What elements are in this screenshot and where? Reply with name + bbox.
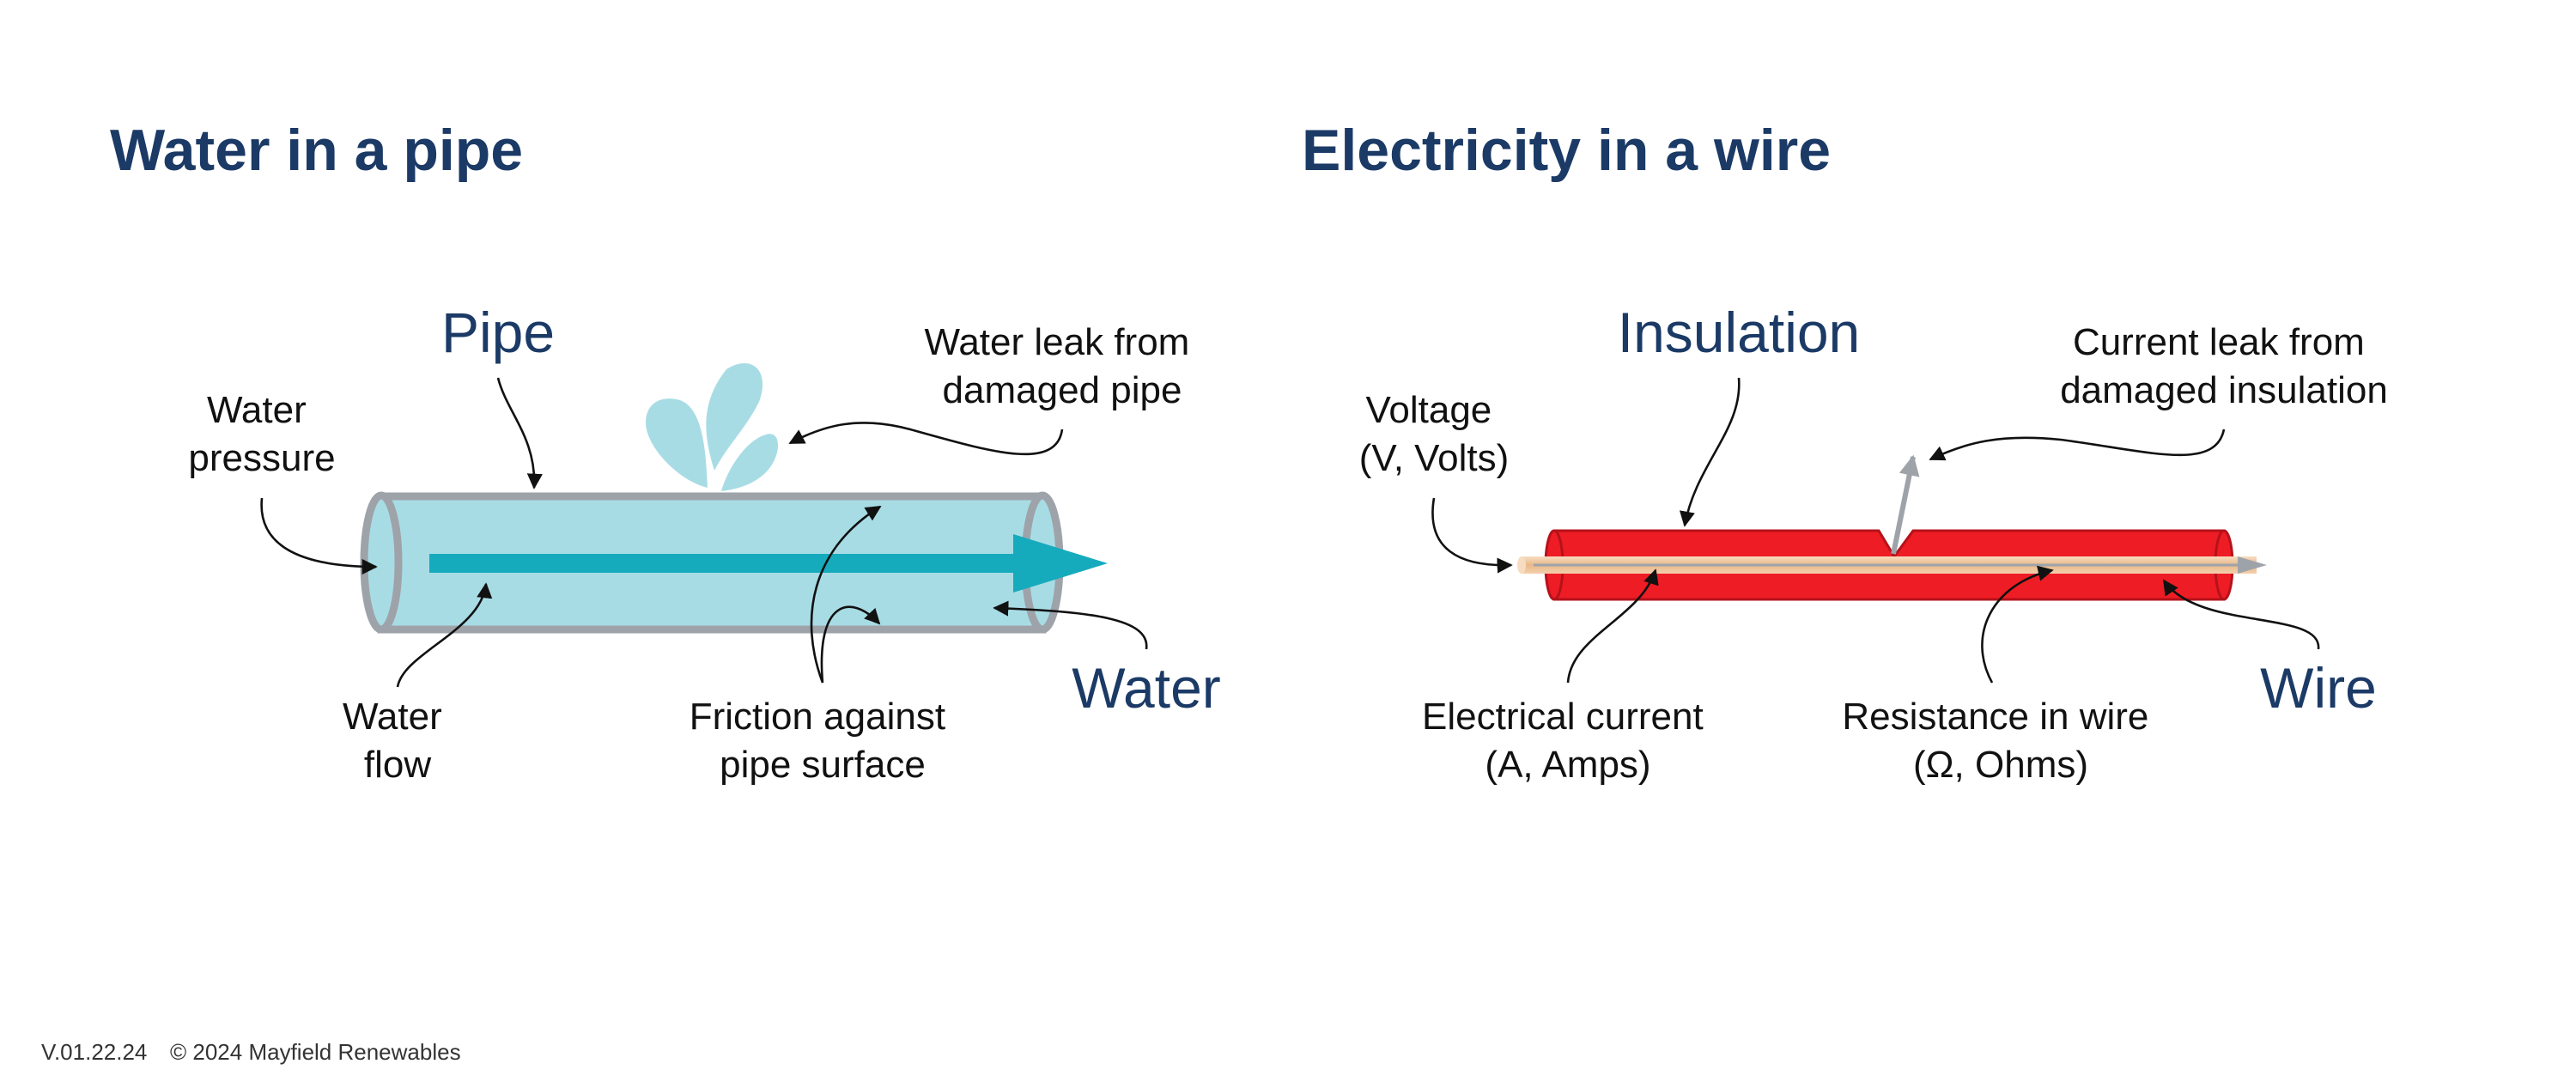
current-leak-label: Current leak from damaged insulation: [2060, 321, 2388, 411]
droplet: [706, 362, 763, 471]
water-leak-droplets: [646, 362, 779, 491]
droplet: [721, 434, 779, 491]
water-pipe-panel: Water in a pipe Pipe Water Water pressur…: [110, 118, 1221, 786]
water-label: Water: [1072, 656, 1221, 720]
electrical-current-label: Electrical current (A, Amps): [1422, 696, 1714, 786]
insulation-label: Insulation: [1618, 301, 1861, 364]
wire-label: Wire: [2260, 656, 2377, 720]
water-panel-title: Water in a pipe: [110, 118, 523, 183]
insulation-callout-arrow: [1679, 377, 1741, 527]
water-leak-callout-arrow: [788, 422, 1064, 456]
wire-callout-arrow: [2162, 579, 2320, 650]
electricity-panel-title: Electricity in a wire: [1302, 118, 1831, 183]
current-arrowhead: [2238, 556, 2267, 574]
pipe-label: Pipe: [441, 301, 555, 364]
water-pressure-label: Water pressure: [188, 389, 335, 479]
water-leak-label: Water leak from damaged pipe: [924, 321, 1200, 411]
voltage-callout-arrow: [1431, 497, 1513, 574]
resistance-callout-arrow: [1981, 565, 2054, 684]
water-flow-arrowhead: [1013, 534, 1108, 593]
water-flow-shaft: [429, 554, 1022, 573]
water-flow-label: Water flow: [343, 696, 453, 786]
water-callout-arrow: [993, 600, 1148, 650]
friction-bottom-callout-arrow: [820, 605, 881, 684]
wire-illustration: [1517, 454, 2267, 601]
copyright-text: © 2024 Mayfield Renewables: [170, 1039, 461, 1065]
version-text: V.01.22.24: [41, 1039, 147, 1065]
electricity-wire-panel: Electricity in a wire Insulation Wire Vo…: [1302, 118, 2388, 786]
droplet: [646, 398, 708, 488]
electrical-current-callout-arrow: [1566, 568, 1659, 684]
pipe-left-end: [360, 491, 403, 634]
water-pressure-callout-arrow: [260, 497, 378, 575]
current-leak-callout-arrow: [1929, 429, 2226, 461]
resistance-label: Resistance in wire (Ω, Ohms): [1842, 696, 2159, 786]
copper-wire-left-end: [1517, 556, 1526, 574]
current-leak-arrow: [1891, 454, 1920, 555]
pipe-illustration: [360, 491, 1108, 634]
water-flow-callout-arrow: [396, 582, 493, 688]
friction-label: Friction against pipe surface: [690, 696, 957, 786]
pipe-callout-arrow: [496, 377, 543, 489]
footer: V.01.22.24 © 2024 Mayfield Renewables: [41, 1039, 461, 1065]
friction-top-callout-arrow: [810, 505, 882, 684]
voltage-label: Voltage (V, Volts): [1359, 389, 1509, 479]
